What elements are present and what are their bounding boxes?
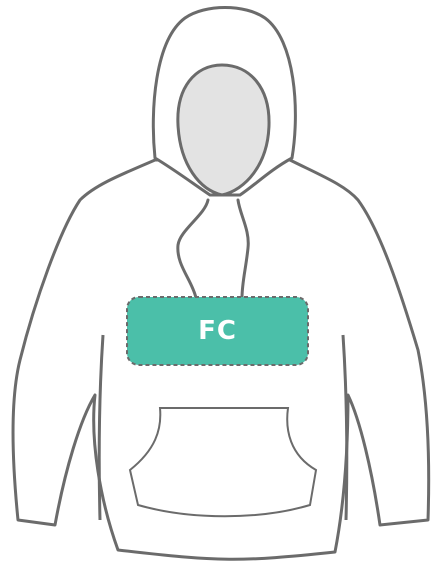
left-drawstring <box>176 198 210 300</box>
face-opening <box>176 63 271 197</box>
right-drawstring <box>236 198 250 300</box>
kangaroo-pocket <box>128 407 318 518</box>
right-sleeve-seam <box>341 334 349 521</box>
print-area-box[interactable] <box>126 296 309 366</box>
left-sleeve-seam <box>97 334 105 521</box>
